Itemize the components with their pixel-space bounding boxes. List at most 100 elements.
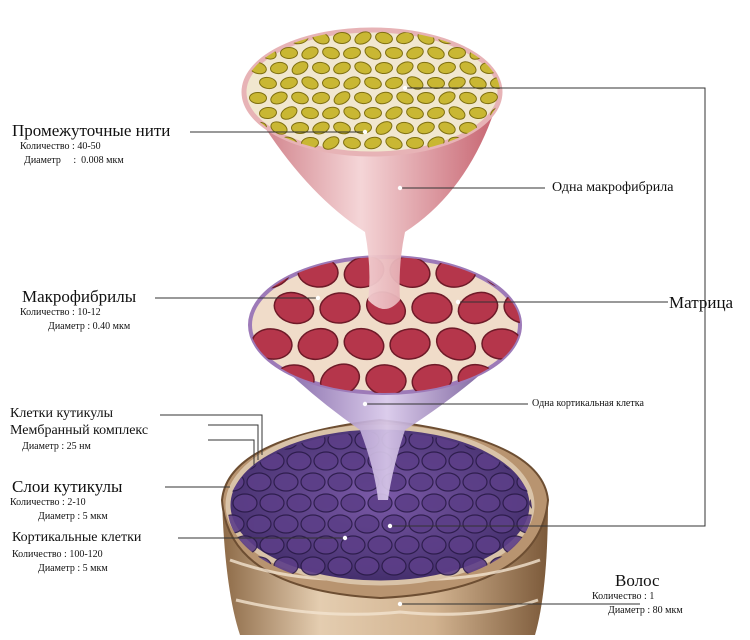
macrofibrils-diameter: Диаметр : 0.40 мкм [48,321,131,332]
intermediate-filament [322,77,340,89]
membrane-complex-diameter: Диаметр : 25 нм [22,441,91,452]
intermediate-filament [469,106,487,120]
cortical-cell [313,451,339,471]
intermediate-filament [354,31,372,45]
intermediate-filament [490,46,500,60]
intermediate-filament [438,91,456,105]
cortical-cell [462,514,488,534]
cuticle-layers-diameter: Диаметр : 5 мкм [38,511,108,522]
intermediate-filament [291,121,309,135]
intermediate-filament [396,121,414,135]
cortical-cells-title: Кортикальные клетки [12,530,142,545]
cortical-cell [394,535,420,555]
cuticle-layers-title: Слои кутикулы [12,477,123,496]
cortical-cell [435,556,461,576]
intermediate-filament [448,46,466,60]
cortical-cell [300,514,326,534]
intermediate-filament [385,136,403,150]
macrofibril [273,291,315,325]
intermediate-filament [396,61,414,75]
cortical-cell [421,451,447,471]
intermediate-filament [427,106,445,120]
cortical-cell [246,514,272,534]
cortical-cell [340,493,366,513]
intermediate-filament [322,136,340,150]
intermediate-filament [343,76,361,90]
cortical-cell [381,556,407,576]
intermediate-filament [459,91,477,105]
cortical-cells-count: Количество : 100-120 [12,549,103,560]
macrofibril-cone [248,100,498,309]
intermediate-filament [333,121,351,135]
intermediate-filament [375,31,393,45]
cortical-cell [462,472,488,492]
cortical-cell [475,493,501,513]
intermediate-filament [490,136,500,150]
cortical-cell [286,535,312,555]
membrane-complex-label: Мембранный комплекс [10,423,149,438]
cortical-cell [489,514,515,534]
intermediate-filament [385,76,403,90]
intermediate-filament [375,91,393,105]
cortical-cell [475,535,501,555]
cortical-cell [246,472,272,492]
cuticle-cells-label: Клетки кутикулы [10,406,114,421]
intermediate-filament [480,91,498,105]
intermediate-filament [406,137,424,149]
macrofibril [389,328,431,360]
intermediate-filament [312,121,330,135]
intermediate-filament [396,91,414,105]
intermediate-filament [322,106,340,120]
hair-title: Волос [615,571,660,590]
cortical-cell [259,493,285,513]
cortical-cell [448,451,474,471]
intermediate-filament [270,31,288,45]
macrofibril [297,327,339,361]
macrofibril [319,292,361,324]
intermediate-filament [385,46,403,60]
intermediate-filament [448,106,466,120]
macrofibril [365,364,407,393]
intermediate-filament [301,76,319,90]
leader-dots [315,85,461,607]
intermediate-filaments-title: Промежуточные нити [12,121,171,140]
macrofibril [411,292,453,324]
intermediate-filament [354,61,372,75]
intermediate-filament [280,76,298,90]
cortical-cell [300,556,326,576]
intermediate-filament [427,46,445,60]
intermediate-filament [480,31,498,45]
intermediate-filament [270,61,288,75]
cortical-cell [502,493,528,513]
cortical-cell [408,472,434,492]
cortical-cell [313,535,339,555]
macrofibril [435,327,477,361]
intermediate-filament [333,91,351,105]
intermediate-filament [312,61,330,75]
macrofibrils-title: Макрофибрилы [22,287,137,306]
intermediate-filament [385,106,403,120]
cortical-cell [435,472,461,492]
intermediate-filament [459,31,477,45]
intermediate-filament [417,91,435,105]
intermediate-filament [364,46,382,60]
cortical-cell [381,514,407,534]
cortical-cell [354,514,380,534]
intermediate-filament [301,106,319,120]
intermediate-filament [364,76,382,90]
intermediate-filament [259,106,277,120]
cortical-cell [327,472,353,492]
cortical-cell [340,535,366,555]
intermediate-filament [343,136,361,150]
intermediate-filament [406,106,424,120]
intermediate-filament [417,61,435,75]
cortical-cell [259,535,285,555]
one-cortical-cell-label: Одна кортикальная клетка [532,398,644,409]
intermediate-filament [322,46,340,60]
intermediate-filament [354,91,372,105]
cortical-cell [327,514,353,534]
intermediate-filament [364,107,382,119]
cortical-cell [286,451,312,471]
